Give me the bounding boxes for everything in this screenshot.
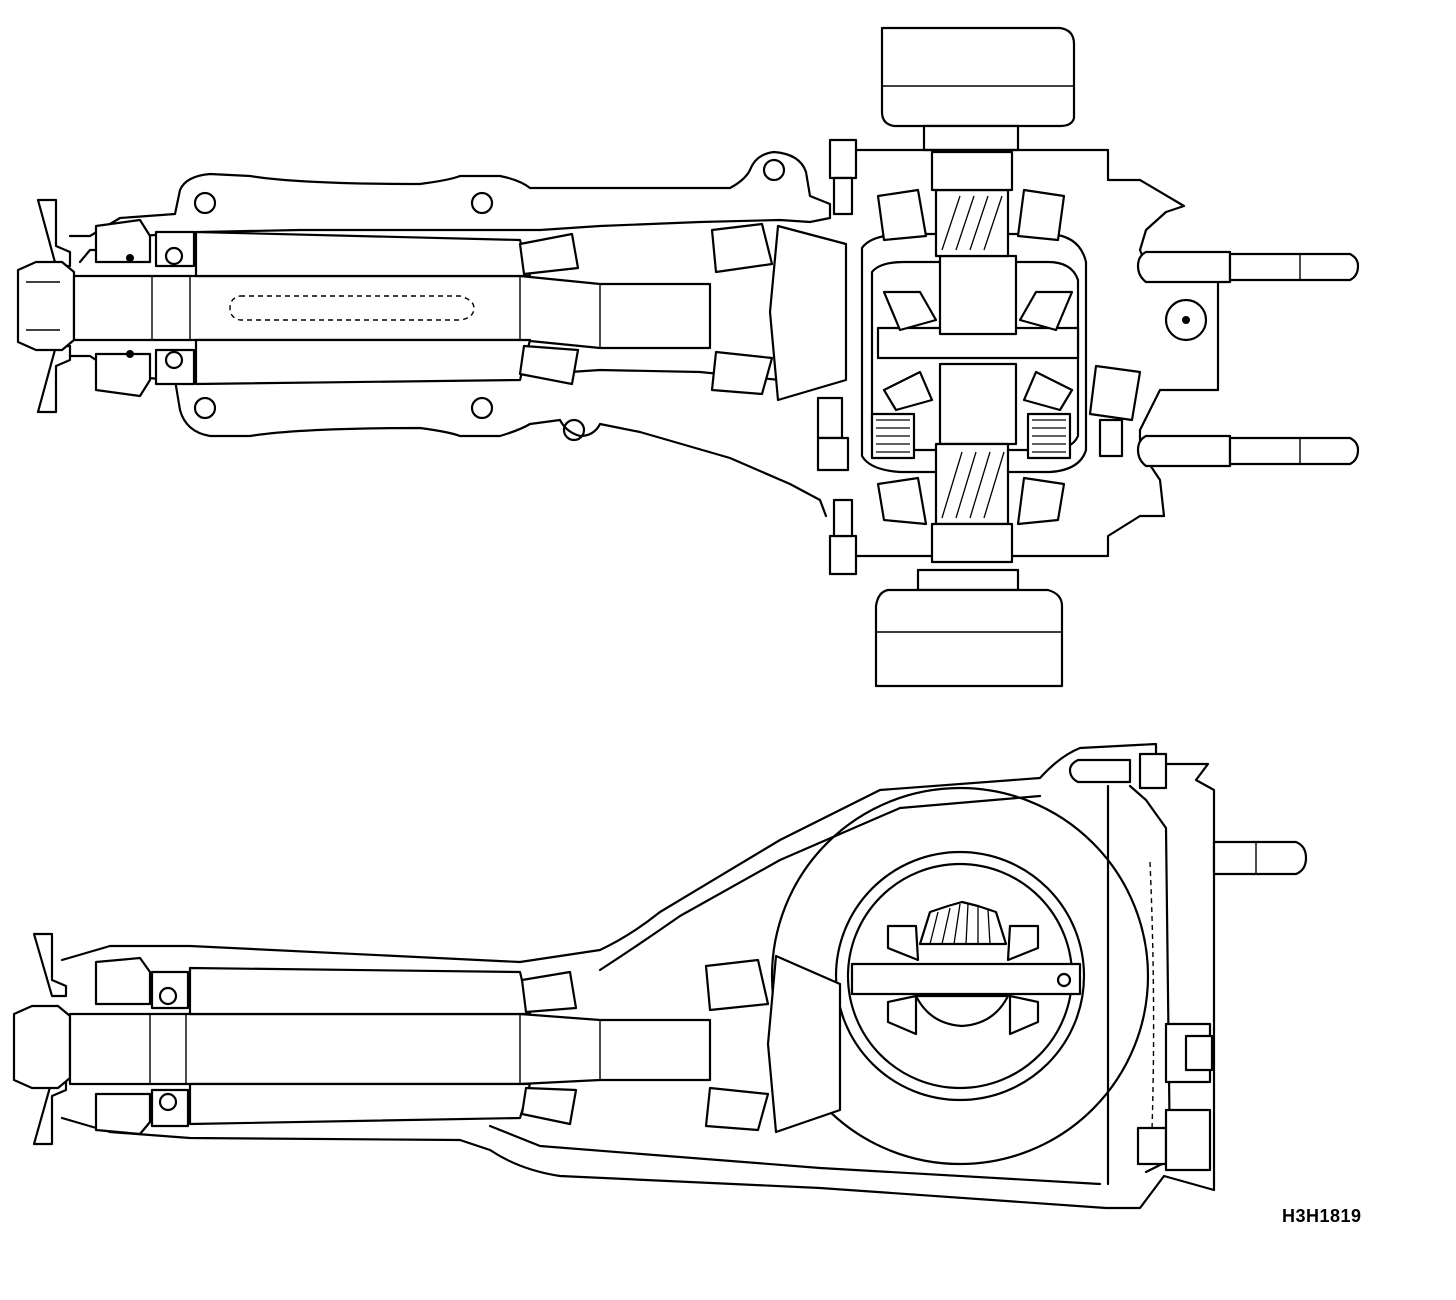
- retainer-bolts: [816, 138, 1124, 576]
- side-bearings: [876, 188, 1066, 526]
- lsd-plate-packs: [870, 412, 1072, 460]
- lower-wheel: [874, 568, 1064, 688]
- side-seals-and-bearings: [94, 956, 532, 1136]
- side-taper-bearings: [520, 954, 842, 1134]
- housing-bolt-holes: [193, 158, 786, 442]
- carrier-housing-outline: [60, 742, 1216, 1210]
- side-gears: [930, 150, 1014, 564]
- drive-pinion-shaft: [72, 274, 712, 350]
- side-companion-flange: [12, 932, 72, 1146]
- pinion-taper-bearings: [518, 222, 774, 396]
- upper-wheel: [880, 26, 1076, 152]
- differential-gears-side: [850, 900, 1082, 1036]
- rear-mounting-studs: [1088, 250, 1360, 468]
- top-view: [16, 26, 1360, 688]
- side-view: [12, 742, 1308, 1210]
- differential-carrier: [844, 148, 1220, 558]
- figure-reference-code: H3H1819: [1282, 1206, 1362, 1226]
- drive-pinion-gear: [768, 224, 848, 402]
- companion-flange: [16, 198, 76, 414]
- front-seals-and-bearings: [94, 218, 196, 398]
- axle-tube-housing: [68, 150, 832, 264]
- side-rear-fittings: [1068, 752, 1308, 1172]
- side-pinion-shaft: [68, 1012, 712, 1086]
